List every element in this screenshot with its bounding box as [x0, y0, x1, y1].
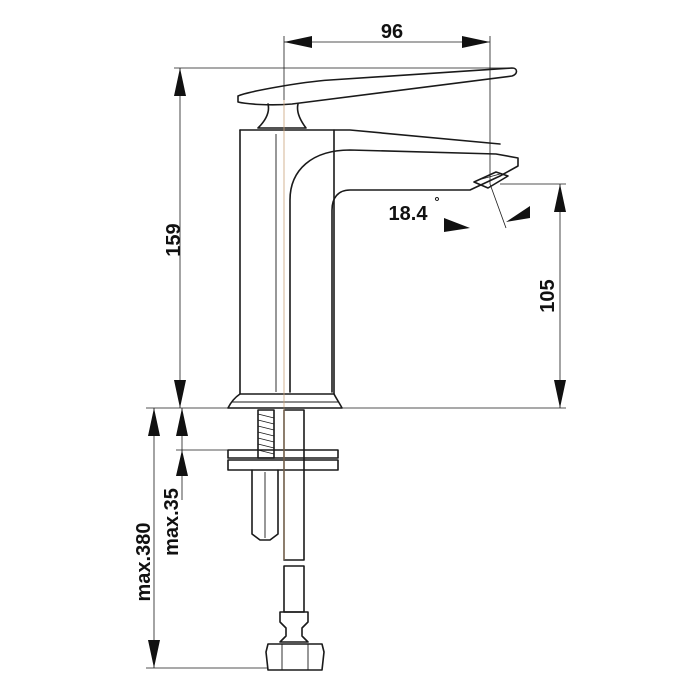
handle-stem: [257, 103, 307, 129]
faucet-body: [239, 129, 335, 395]
faucet-base: [227, 393, 343, 409]
hose-nut: [265, 643, 325, 671]
fixing-nut: [251, 469, 279, 541]
total-height-label: 159: [163, 223, 185, 256]
faucet-outline: [227, 67, 519, 409]
washer: [227, 459, 339, 471]
aerator: [473, 171, 509, 189]
mounting-plate: [227, 449, 339, 459]
mounting-assembly: [227, 409, 339, 671]
spout-reach-label: 96: [381, 21, 403, 43]
supply-hose: [283, 409, 305, 561]
dimension-spout-reach: 96: [283, 21, 491, 184]
hose-crimp: [279, 611, 309, 643]
hose-length-label: max.380: [133, 523, 155, 602]
hose-lower: [283, 565, 305, 613]
dimension-deck-thickness: max.35: [161, 408, 228, 556]
dimension-spout-angle: 18.4 °: [389, 183, 530, 232]
dimension-total-height: 159: [163, 67, 512, 408]
spout: [289, 149, 519, 393]
dimension-hose-length: max.380: [133, 408, 268, 669]
spout-angle-label: 18.4: [389, 203, 429, 225]
lever-handle: [237, 67, 518, 106]
stud-thread: [257, 413, 275, 455]
angle-unit-label: °: [434, 194, 439, 209]
deck-thickness-label: max.35: [161, 488, 183, 556]
spout-height-label: 105: [537, 279, 559, 312]
dimension-spout-height: 105: [500, 183, 566, 408]
body-cap: [239, 129, 501, 145]
